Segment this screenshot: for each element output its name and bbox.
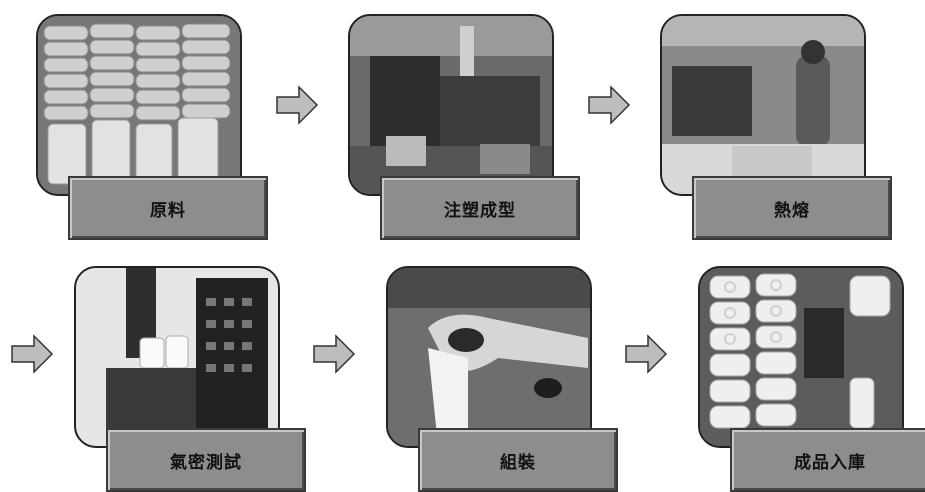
step-label-text: 氣密測試 — [170, 452, 242, 473]
right-arrow-icon — [588, 85, 631, 125]
heat-welding-photo — [660, 14, 866, 196]
step-label-text: 成品入庫 — [794, 452, 866, 473]
step-label-assembly: 組裝 — [418, 428, 618, 492]
step-label-text: 注塑成型 — [444, 200, 516, 221]
airtight-test-photo — [74, 266, 280, 448]
step-label-airtight-test: 氣密測試 — [106, 428, 306, 492]
right-arrow-icon — [11, 334, 54, 374]
injection-molding-photo — [348, 14, 554, 196]
right-arrow-icon — [276, 85, 319, 125]
raw-material-photo — [36, 14, 242, 196]
step-label-text: 熱熔 — [774, 200, 810, 221]
step-label-raw-material: 原料 — [68, 176, 268, 240]
step-label-finished-products: 成品入庫 — [730, 428, 925, 492]
step-label-heat-welding: 熱熔 — [692, 176, 892, 240]
step-label-text: 原料 — [150, 200, 186, 221]
step-label-injection-molding: 注塑成型 — [380, 176, 580, 240]
right-arrow-icon — [625, 334, 668, 374]
assembly-photo — [386, 266, 592, 448]
right-arrow-icon — [313, 334, 356, 374]
finished-products-photo — [698, 266, 904, 448]
step-label-text: 組裝 — [500, 452, 536, 473]
